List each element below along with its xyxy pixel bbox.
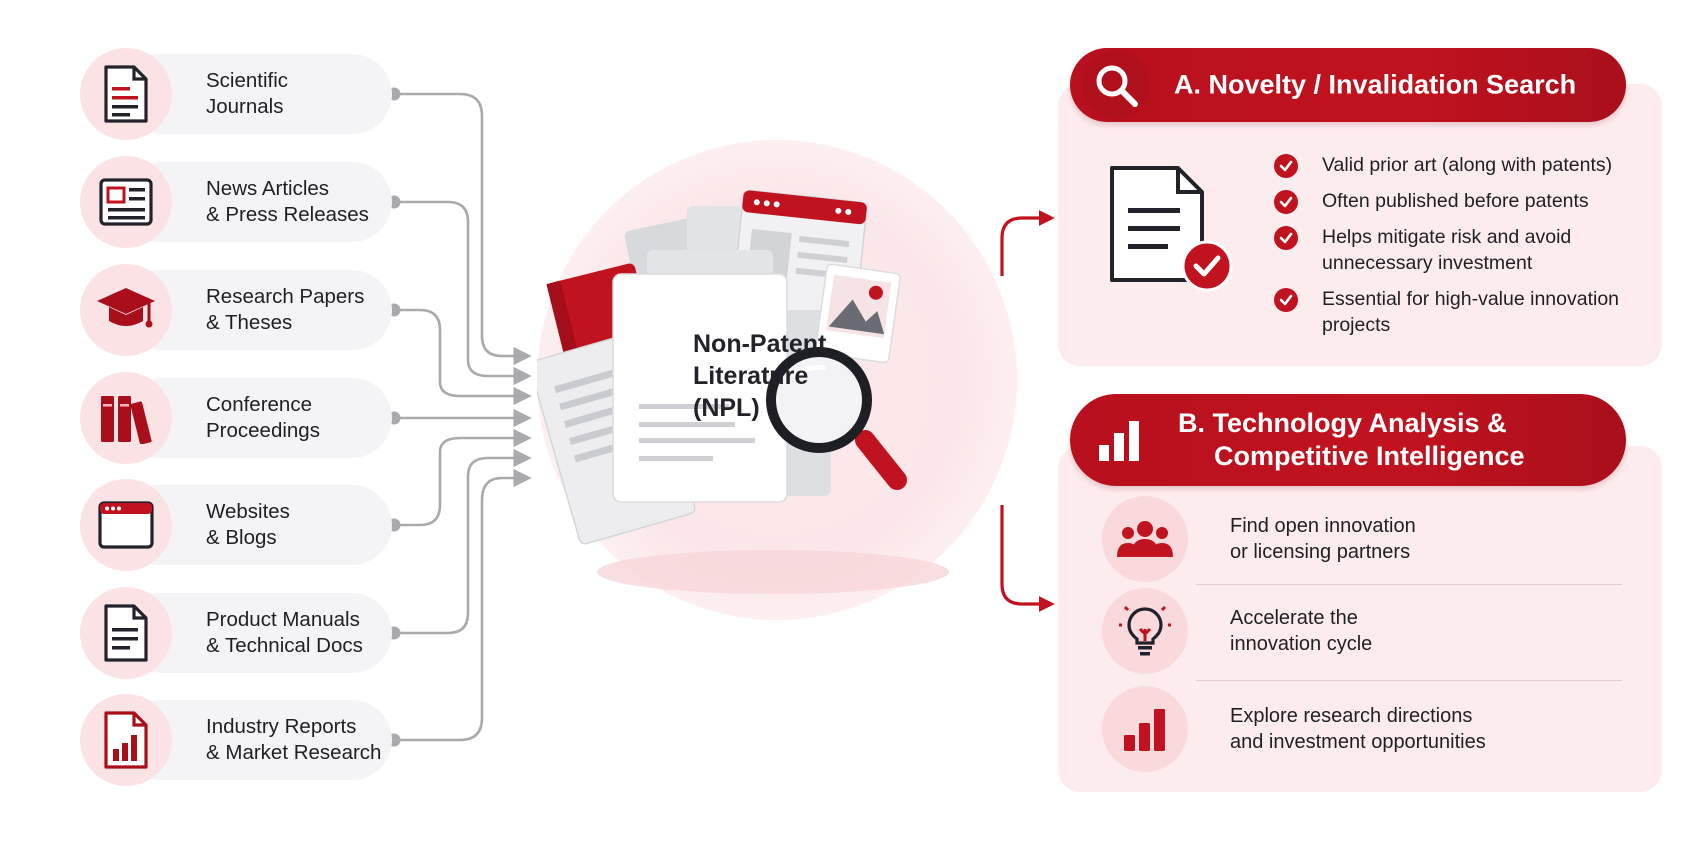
panel-b-title-line1: B. Technology Analysis &	[1178, 408, 1507, 438]
source-industry-reports: Industry Reports & Market Research	[80, 694, 392, 786]
browser-window-icon	[80, 479, 172, 571]
report-chart-icon	[80, 694, 172, 786]
divider	[1196, 584, 1622, 585]
graduation-cap-icon	[80, 264, 172, 356]
bullet-text-line1: Essential for high-value innovation	[1322, 288, 1620, 310]
source-product-manuals: Product Manuals & Technical Docs	[80, 587, 392, 679]
item-text-line2: and investment opportunities	[1230, 731, 1486, 753]
connector-websites	[394, 428, 532, 527]
source-label-line2: & Theses	[206, 311, 293, 334]
panel-b-item-research-directions: Explore research directions and investmen…	[1102, 686, 1622, 772]
document-check-icon	[1106, 162, 1236, 299]
source-label-line2: Proceedings	[206, 419, 320, 442]
source-research-papers: Research Papers & Theses	[80, 264, 392, 356]
bullet-item: Helps mitigate risk and avoid unnecessary…	[1274, 224, 1654, 276]
source-label-line1: News Articles	[206, 177, 330, 200]
source-news-articles: News Articles & Press Releases	[80, 156, 392, 248]
source-label-line2: Journals	[206, 95, 284, 118]
people-group-icon	[1102, 496, 1188, 582]
source-label-line1: Conference	[206, 393, 312, 416]
bullet-text-line1: Valid prior art (along with patents)	[1322, 154, 1613, 176]
source-label-line2: & Press Releases	[206, 203, 369, 226]
source-label-line1: Research Papers	[206, 285, 365, 308]
check-icon	[1274, 190, 1298, 214]
panel-b-item-partners: Find open innovation or licensing partner…	[1102, 496, 1622, 582]
npl-illustration	[537, 189, 949, 594]
journal-icon	[80, 48, 172, 140]
check-icon	[1274, 154, 1298, 178]
bar-chart-icon	[1102, 686, 1188, 772]
item-text-line1: Accelerate the	[1230, 607, 1358, 629]
connector-news	[394, 200, 532, 386]
manual-document-icon	[80, 587, 172, 679]
bullet-item: Often published before patents	[1274, 188, 1654, 214]
lightbulb-icon	[1102, 588, 1188, 674]
source-websites-blogs: Websites & Blogs	[80, 479, 392, 571]
bullet-item: Valid prior art (along with patents)	[1274, 152, 1654, 178]
source-label-line2: & Technical Docs	[206, 634, 363, 657]
bullet-item: Essential for high-value innovation proje…	[1274, 286, 1654, 338]
bullet-text-line1: Often published before patents	[1322, 190, 1589, 212]
source-label-line1: Industry Reports	[206, 715, 357, 738]
npl-title-line1: Non-Patent	[693, 330, 827, 358]
bullet-text-line2: unnecessary investment	[1322, 252, 1533, 274]
npl-title-line2: Literature	[693, 362, 809, 390]
bullet-text-line1: Helps mitigate risk and avoid	[1322, 226, 1572, 248]
panel-b-title: B. Technology Analysis & Competitive Int…	[1178, 407, 1525, 473]
source-label-line1: Websites	[206, 500, 290, 523]
check-icon	[1274, 288, 1298, 312]
bar-chart-icon	[1084, 405, 1154, 475]
panel-b-header: B. Technology Analysis & Competitive Int…	[1070, 394, 1626, 486]
item-text-line2: innovation cycle	[1230, 633, 1373, 655]
connector-manuals	[394, 448, 532, 635]
panel-a-title: A. Novelty / Invalidation Search	[1174, 69, 1577, 100]
item-text-line1: Explore research directions	[1230, 705, 1473, 727]
panel-b-title-line2: Competitive Intelligence	[1214, 441, 1525, 471]
source-label-line2: & Blogs	[206, 526, 277, 549]
source-label-line2: & Market Research	[206, 741, 382, 764]
panel-b-item-innovation-cycle: Accelerate the innovation cycle	[1102, 588, 1622, 674]
source-label-line1: Scientific	[206, 69, 289, 92]
item-text-line1: Find open innovation	[1230, 515, 1416, 537]
connector-papers	[394, 308, 532, 406]
search-icon	[1082, 51, 1150, 119]
panel-a-header: A. Novelty / Invalidation Search	[1070, 48, 1626, 122]
item-text-line2: or licensing partners	[1230, 541, 1411, 563]
books-icon	[80, 372, 172, 464]
check-icon	[1274, 226, 1298, 250]
connector-journals	[394, 92, 532, 366]
npl-title: Non-Patent Literature (NPL)	[693, 328, 826, 424]
npl-title-line3: (NPL)	[693, 394, 760, 422]
bullet-text-line2: projects	[1322, 314, 1391, 336]
divider	[1196, 680, 1622, 681]
connector-reports	[394, 468, 532, 742]
source-label-line1: Product Manuals	[206, 608, 360, 631]
newspaper-icon	[80, 156, 172, 248]
panel-a-bullet-list: Valid prior art (along with patents) Oft…	[1274, 152, 1654, 348]
